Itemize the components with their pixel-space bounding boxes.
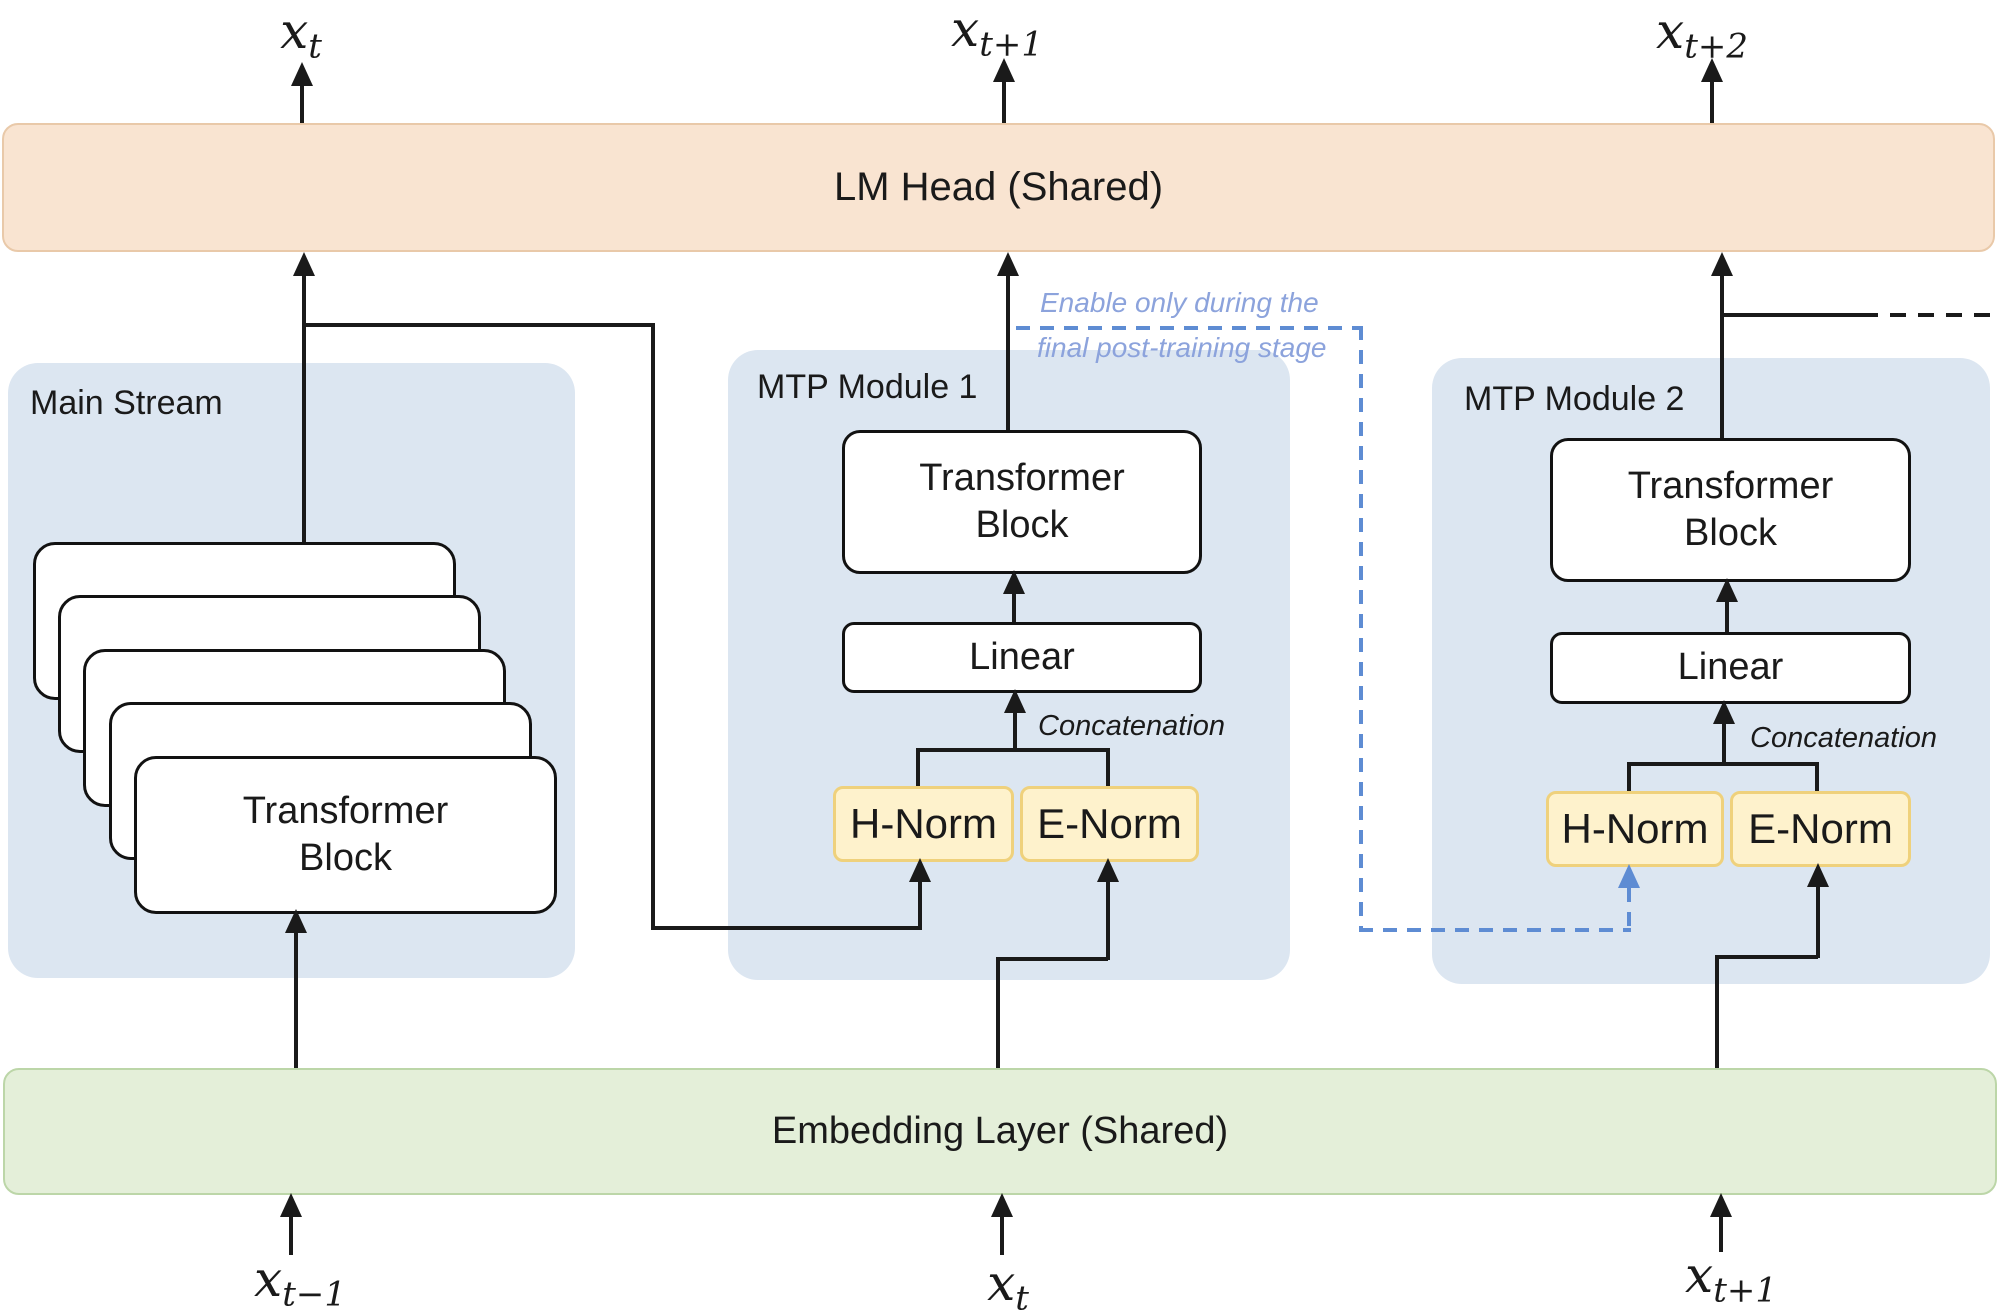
mtp2-to-lmhead-line bbox=[1720, 274, 1724, 438]
mtp-module-2-title: MTP Module 2 bbox=[1464, 380, 1685, 418]
mtp1-transformer-block-label: Transformer Block bbox=[919, 456, 1125, 547]
enorm2-input-vertical-upper bbox=[1816, 885, 1820, 958]
mtp1-linear-to-tb-line bbox=[1012, 592, 1016, 622]
main-input-arrowhead bbox=[285, 909, 307, 933]
mtp2-e-norm-box: E-Norm bbox=[1730, 791, 1911, 867]
mtp2-transformer-block-label: Transformer Block bbox=[1627, 464, 1834, 555]
blue-dashed-top-horizontal bbox=[1016, 326, 1363, 330]
input-xt-arrowhead bbox=[991, 1193, 1013, 1217]
mtp2-linear-to-tb-arrowhead bbox=[1716, 578, 1738, 602]
main-to-lmhead-arrowhead bbox=[293, 252, 315, 276]
mtp1-output-arrowhead bbox=[993, 58, 1015, 82]
blue-dashed-riser bbox=[1627, 888, 1631, 930]
mtp2-linear-to-tb-line bbox=[1725, 600, 1729, 632]
main-to-lmhead-line bbox=[302, 274, 306, 542]
mtp2-concat-arrowhead bbox=[1713, 700, 1735, 724]
mtp2-h-norm-box: H-Norm bbox=[1546, 791, 1724, 867]
mtp1-e-norm-box: E-Norm bbox=[1020, 786, 1199, 862]
embedding-layer-label: Embedding Layer (Shared) bbox=[771, 1110, 1229, 1152]
input-xt-line bbox=[1000, 1215, 1004, 1255]
mtp2-output-arrowhead bbox=[1701, 58, 1723, 82]
mtp2-output-top-line bbox=[1710, 80, 1714, 123]
input-xt-1-line bbox=[289, 1215, 293, 1255]
annotation-line-1: Enable only during the bbox=[1040, 287, 1319, 318]
mtp2-to-lmhead-arrowhead bbox=[1711, 252, 1733, 276]
mtp2-junction-horizontal bbox=[1627, 762, 1819, 766]
mtp1-concat-line bbox=[1013, 711, 1017, 750]
output-label-xt+1: xt+1 bbox=[951, 0, 1043, 65]
mtp1-linear-label: Linear bbox=[969, 635, 1075, 678]
mtp1-linear-box: Linear bbox=[842, 622, 1202, 693]
mtp2-e-norm-label: E-Norm bbox=[1748, 805, 1893, 852]
main-branch-vertical bbox=[651, 323, 655, 929]
mtp1-concat-arrowhead bbox=[1004, 689, 1026, 713]
input-xt+1-arrowhead bbox=[1710, 1193, 1732, 1217]
mtp2-junction-right-vertical bbox=[1815, 762, 1819, 791]
enorm2-input-arrowhead bbox=[1807, 863, 1829, 887]
blue-dashed-vertical bbox=[1359, 326, 1363, 932]
mtp1-concatenation-label: Concatenation bbox=[1038, 710, 1226, 742]
input-label-xt+1: xt+1 bbox=[1685, 1246, 1777, 1311]
mtp1-output-top-line bbox=[1002, 80, 1006, 123]
blue-dashed-arrowhead bbox=[1618, 864, 1640, 888]
input-label-xt: xt bbox=[987, 1254, 1029, 1314]
annotation-line-2: final post-training stage bbox=[1037, 332, 1327, 363]
main-stream-title: Main Stream bbox=[30, 384, 223, 422]
output-label-xt+2: xt+2 bbox=[1656, 2, 1748, 67]
mtp1-h-norm-label: H-Norm bbox=[850, 800, 997, 847]
mtp1-linear-to-tb-arrowhead bbox=[1003, 570, 1025, 594]
enorm1-input-vertical-lower bbox=[996, 957, 1000, 1068]
hnorm1-input-line bbox=[918, 880, 922, 928]
mtp1-h-norm-box: H-Norm bbox=[833, 786, 1014, 862]
input-label-xt-1: xt−1 bbox=[254, 1250, 346, 1314]
mtp1-to-lmhead-line bbox=[1006, 274, 1010, 430]
mtp2-transformer-block: Transformer Block bbox=[1550, 438, 1911, 582]
lm-head-bar: LM Head (Shared) bbox=[2, 123, 1995, 252]
mtp2-linear-label: Linear bbox=[1677, 646, 1784, 689]
mtp1-to-lmhead-arrowhead bbox=[997, 252, 1019, 276]
mtp1-junction-horizontal bbox=[916, 748, 1110, 752]
enorm2-input-horizontal bbox=[1715, 955, 1818, 959]
mtp2-h-norm-label: H-Norm bbox=[1561, 805, 1709, 852]
lm-head-label: LM Head (Shared) bbox=[833, 165, 1164, 209]
main-branch-horizontal bbox=[302, 323, 655, 327]
mtp2-junction-left-vertical bbox=[1627, 762, 1631, 791]
hnorm1-input-arrowhead bbox=[909, 858, 931, 882]
mtp2-concatenation-label: Concatenation bbox=[1750, 722, 1938, 754]
main-output-top-line bbox=[300, 84, 304, 123]
main-output-arrowhead bbox=[291, 62, 313, 86]
mtp1-junction-right-vertical bbox=[1106, 748, 1110, 786]
mtp-module-1-title: MTP Module 1 bbox=[757, 368, 978, 406]
enorm1-input-vertical-upper bbox=[1106, 880, 1110, 960]
embedding-layer-bar: Embedding Layer (Shared) bbox=[3, 1068, 1997, 1195]
output-label-xt: xt bbox=[280, 2, 322, 67]
enorm2-input-vertical-lower bbox=[1715, 955, 1719, 1068]
input-xt+1-line bbox=[1719, 1215, 1723, 1252]
mtp2-branch-horizontal bbox=[1720, 313, 1862, 317]
enorm1-input-horizontal bbox=[996, 957, 1108, 961]
transformer-block-card-front: Transformer Block bbox=[134, 756, 557, 914]
main-transformer-block-label: Transformer Block bbox=[242, 789, 449, 880]
main-branch-to-hnorm-horizontal bbox=[651, 926, 922, 930]
main-input-line bbox=[294, 931, 298, 1068]
mtp1-junction-left-vertical bbox=[916, 748, 920, 786]
mtp1-e-norm-label: E-Norm bbox=[1037, 800, 1182, 847]
mtp2-concat-line bbox=[1722, 722, 1726, 764]
continuation-dashed-line bbox=[1862, 313, 2000, 317]
mtp1-transformer-block: Transformer Block bbox=[842, 430, 1202, 574]
mtp2-linear-box: Linear bbox=[1550, 632, 1911, 704]
enorm1-input-arrowhead bbox=[1097, 858, 1119, 882]
blue-dashed-bottom-horizontal bbox=[1359, 928, 1631, 932]
input-xt-1-arrowhead bbox=[280, 1193, 302, 1217]
